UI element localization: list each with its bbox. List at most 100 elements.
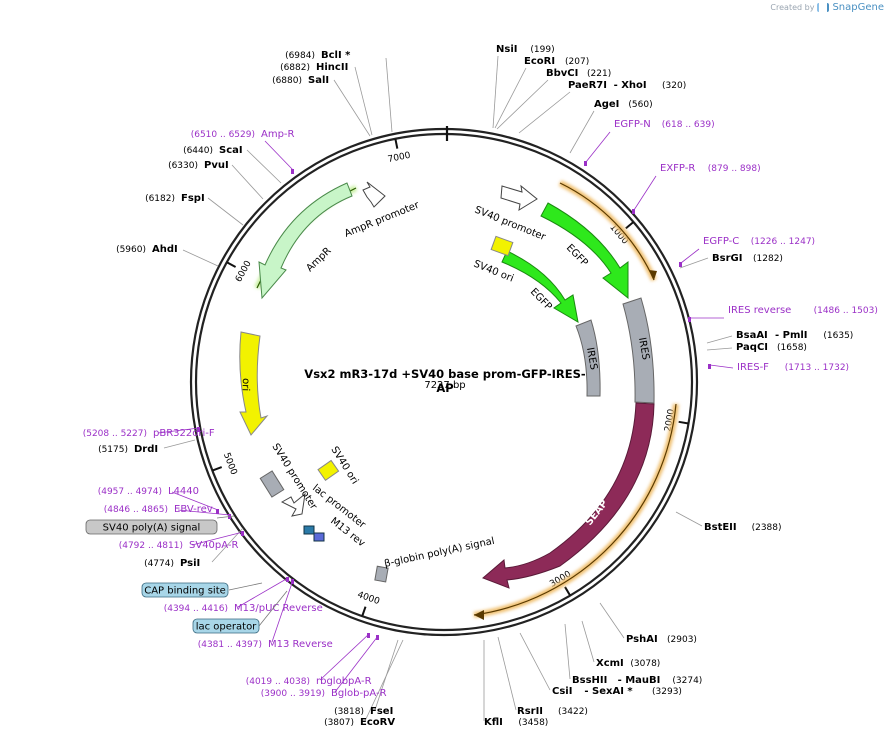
- restriction-site[interactable]: (6440)ScaI: [183, 145, 243, 156]
- primer-leader: [585, 131, 611, 163]
- primer-name: SV40pA-R: [189, 540, 238, 551]
- primer-label[interactable]: EBV-rev(4846 .. 4865): [104, 504, 231, 519]
- lac-operator-mark[interactable]: [313, 532, 325, 542]
- ori-feature[interactable]: [239, 331, 269, 436]
- sv40-promoter-outer-arrow[interactable]: [500, 184, 538, 211]
- restriction-site[interactable]: (3818) FseI: [334, 706, 393, 717]
- egfp-feature[interactable]: [540, 202, 629, 300]
- ampr-promoter-arrow[interactable]: [362, 181, 386, 208]
- site-leader: [333, 79, 371, 137]
- site-name: PsiI: [180, 558, 200, 569]
- primer-label[interactable]: M13 Reverse(4381 .. 4397): [198, 579, 333, 650]
- primer-range: (618 .. 639): [662, 120, 715, 130]
- site-position: (320): [662, 81, 686, 91]
- restriction-site[interactable]: (1282)BsrGI: [712, 253, 783, 264]
- sv40-ori-box-outer[interactable]: [490, 235, 514, 257]
- primer-label[interactable]: Bglob-pA-R(3900 .. 3919): [261, 635, 387, 699]
- sv40-ori-box-inner[interactable]: [317, 459, 340, 482]
- primer-label[interactable]: M13/pUC Reverse(4394 .. 4416): [164, 577, 323, 614]
- site-position: (6330): [168, 161, 198, 171]
- primer-label[interactable]: EGFP-N(618 .. 639): [584, 119, 715, 166]
- restriction-site[interactable]: (1658)PaqCI: [736, 342, 807, 353]
- site-name: CsiI: [552, 686, 572, 697]
- restriction-site[interactable]: (6882)HincII: [280, 62, 348, 73]
- site-leader-lines: [163, 55, 733, 722]
- restriction-site[interactable]: (3422)RsrII: [517, 706, 588, 717]
- ires-feature[interactable]: [622, 297, 655, 404]
- restriction-site[interactable]: (560)AgeI: [594, 99, 653, 110]
- restriction-site[interactable]: (199)NsiI: [496, 44, 555, 55]
- site-position: (2388): [752, 523, 782, 533]
- boxed-label-text: CAP binding site: [144, 586, 226, 597]
- beta-globin-box[interactable]: [374, 565, 389, 583]
- primer-mark: [197, 427, 200, 432]
- site-leader: [496, 79, 549, 130]
- site-position: (6182): [145, 194, 175, 204]
- cap-site-mark[interactable]: [303, 525, 315, 535]
- restriction-site[interactable]: (3078)XcmI: [596, 658, 660, 669]
- primer-mark: [241, 531, 244, 536]
- primer-label[interactable]: Amp-R(6510 .. 6529): [191, 129, 295, 174]
- primer-name: Amp-R: [261, 129, 295, 140]
- site-position: (3458): [518, 718, 548, 728]
- boxed-feature-label[interactable]: SV40 poly(A) signal: [85, 515, 235, 535]
- seap-feature[interactable]: [482, 402, 655, 589]
- site-name: AgeI: [594, 99, 619, 110]
- site-name-extra: - MauBI: [618, 675, 661, 686]
- primer-label[interactable]: EGFP-C (1226 .. 1247): [679, 236, 815, 267]
- ampr-feature[interactable]: [258, 182, 353, 300]
- primer-label[interactable]: SV40pA-R(4792 .. 4811): [119, 531, 244, 551]
- primer-label[interactable]: rbglobpA-R(4019 .. 4038): [246, 633, 372, 687]
- restriction-site[interactable]: (320)PaeR7I- XhoI: [568, 80, 686, 91]
- lac-promoter-arrow[interactable]: [280, 492, 306, 517]
- site-position: (5175): [98, 445, 128, 455]
- primer-name: EGFP-C: [703, 236, 739, 247]
- restriction-site[interactable]: (207)EcoRI: [524, 56, 589, 67]
- restriction-site[interactable]: (3807)EcoRV: [324, 717, 395, 728]
- primer-label[interactable]: L4440(4957 .. 4974): [98, 486, 219, 514]
- boxed-feature-label[interactable]: CAP binding site: [141, 582, 263, 598]
- site-name: FseI: [370, 706, 393, 717]
- primer-label[interactable]: pBR322ori-F(5208 .. 5227): [83, 427, 215, 439]
- restriction-site[interactable]: (4774)PsiI: [144, 558, 200, 569]
- restriction-site[interactable]: (3293)CsiI- SexAI *: [552, 686, 682, 697]
- restriction-site[interactable]: (3458)KflI: [484, 717, 548, 728]
- restriction-site[interactable]: (6330)PvuI: [168, 160, 229, 171]
- site-position: (3818): [334, 707, 364, 717]
- boxed-feature-label[interactable]: lac operator: [192, 590, 288, 634]
- site-name: EcoRV: [360, 717, 395, 728]
- restriction-site[interactable]: (6984)BclI *: [285, 50, 351, 61]
- site-leader: [706, 347, 733, 351]
- site-name: BsrGI: [712, 253, 742, 264]
- site-name-extra: - PmlI: [775, 330, 808, 341]
- primer-leader: [319, 633, 370, 681]
- boxed-label-leader: [228, 582, 263, 591]
- primer-label[interactable]: IRES reverse(1486 .. 1503): [688, 305, 878, 322]
- egfp-feature-inner[interactable]: [501, 250, 579, 323]
- restriction-site[interactable]: (6182)FspI: [145, 193, 205, 204]
- site-name: RsrII: [517, 706, 543, 717]
- primer-label[interactable]: EXFP-R(879 .. 898): [632, 163, 761, 214]
- site-leader: [675, 511, 703, 527]
- egfp-label: EGFP: [564, 242, 590, 268]
- site-position: (6882): [280, 63, 310, 73]
- ires-feature-inner[interactable]: [575, 319, 601, 397]
- restriction-site[interactable]: (6880)SalI: [272, 75, 329, 86]
- restriction-site[interactable]: (5175)DrdI: [98, 444, 158, 455]
- restriction-site[interactable]: (2388)BstEII: [704, 522, 782, 533]
- primer-name: EBV-rev: [174, 504, 213, 515]
- sv40-promoter-label-inner: SV40 promoter: [269, 442, 319, 513]
- site-leader: [246, 149, 282, 184]
- restriction-site[interactable]: (2903)PshAI: [626, 634, 697, 645]
- ruler-tick: [226, 261, 237, 268]
- restriction-site[interactable]: (221)BbvCI: [546, 68, 611, 79]
- primer-label[interactable]: IRES-F(1713 .. 1732): [708, 362, 849, 373]
- restriction-site[interactable]: (5960)AhdI: [116, 244, 178, 255]
- restriction-site[interactable]: (3274)BssHII- MauBI: [572, 675, 702, 686]
- primer-name: Bglob-pA-R: [331, 688, 387, 699]
- restriction-site[interactable]: (1635)BsaAI- PmlI: [736, 330, 853, 341]
- primer-range: (1226 .. 1247): [751, 237, 815, 247]
- sv40-promoter-inner-box[interactable]: [259, 470, 285, 498]
